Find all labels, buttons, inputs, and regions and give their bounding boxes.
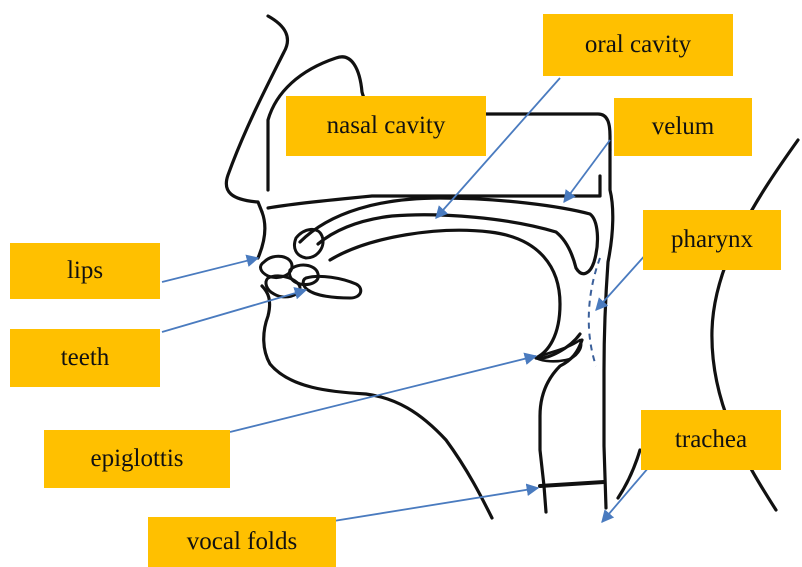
tongue-outline bbox=[330, 230, 580, 358]
arrow-epiglottis bbox=[230, 356, 536, 432]
vocal-folds-bar bbox=[540, 482, 604, 486]
arrow-pharynx bbox=[596, 252, 648, 310]
arrow-velum bbox=[564, 140, 610, 202]
lower-lip-chin-outline bbox=[262, 286, 492, 518]
pharynx-dashed-line bbox=[589, 258, 600, 366]
label-lips: lips bbox=[10, 243, 160, 299]
face-profile-upper bbox=[226, 16, 287, 212]
label-pharynx: pharynx bbox=[643, 210, 781, 270]
pharynx-back-wall bbox=[604, 150, 613, 508]
label-epiglottis: epiglottis bbox=[44, 430, 230, 488]
label-teeth: teeth bbox=[10, 329, 160, 387]
velum-outline bbox=[300, 198, 597, 274]
teeth-drawing bbox=[261, 229, 361, 298]
label-nasal-cavity: nasal cavity bbox=[286, 96, 486, 156]
arrow-teeth bbox=[162, 290, 306, 332]
upper-lip-outline bbox=[258, 212, 265, 258]
hard-palate bbox=[268, 176, 600, 208]
label-velum: velum bbox=[614, 98, 752, 156]
label-trachea: trachea bbox=[641, 410, 781, 470]
label-oral-cavity: oral cavity bbox=[543, 14, 733, 76]
arrow-lips bbox=[162, 258, 258, 282]
label-vocal-folds: vocal folds bbox=[148, 517, 336, 567]
